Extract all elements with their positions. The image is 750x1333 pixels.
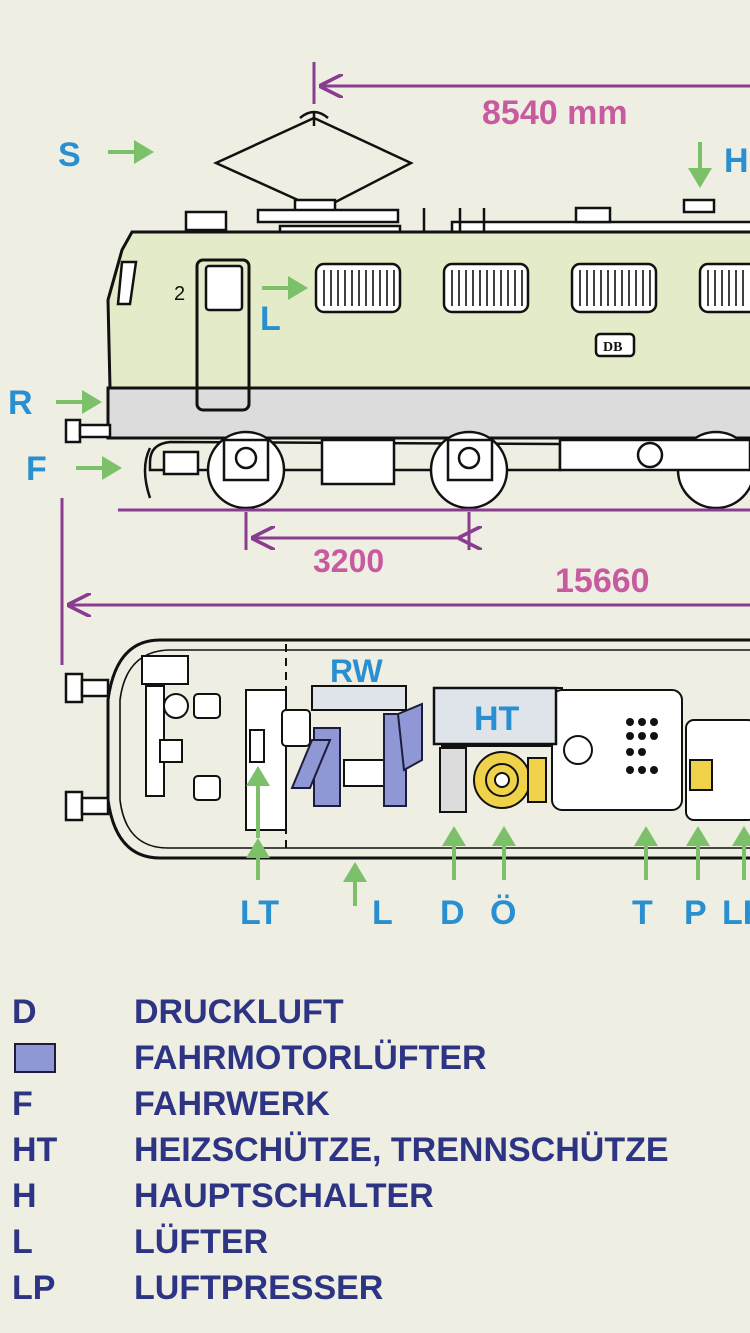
pantograph-span-label: 8540 mm <box>482 94 628 132</box>
label-l-side: L <box>260 300 281 338</box>
legend-code: H <box>12 1177 37 1215</box>
cab-window <box>116 260 138 306</box>
grille-slats <box>323 270 744 306</box>
legend-row-druckluft: D DRUCKLUFT <box>0 989 750 1035</box>
legend-text: HEIZSCHÜTZE, TRENNSCHÜTZE <box>134 1131 669 1169</box>
legend-row-fahrwerk: F FAHRWERK <box>0 1081 750 1127</box>
cab-door <box>195 258 251 412</box>
ht-box <box>432 686 558 746</box>
wheelbase-label: 3200 <box>313 543 384 579</box>
buffers-side <box>64 418 112 444</box>
label-lt: LT <box>240 894 279 932</box>
legend-row-heizschuetze: HT HEIZSCHÜTZE, TRENNSCHÜTZE <box>0 1127 750 1173</box>
label-h: H <box>724 142 749 180</box>
traction-motor-blowers <box>290 702 423 807</box>
legend-code: HT <box>12 1131 58 1169</box>
pantograph <box>212 110 414 216</box>
legend-row-luefter: L LÜFTER <box>0 1219 750 1265</box>
rw-box <box>311 685 407 711</box>
legend-text: LÜFTER <box>134 1223 269 1261</box>
buffers-top <box>64 672 110 822</box>
legend-row-fahrmotorluefter: FAHRMOTORLÜFTER <box>0 1035 750 1081</box>
label-lp: LP <box>722 894 750 932</box>
lp-unit <box>689 759 713 791</box>
label-d: D <box>440 894 465 932</box>
bogies <box>143 430 750 510</box>
top-view: HT RW <box>64 638 750 860</box>
db-logo-frame <box>594 332 636 358</box>
legend-text: DRUCKLUFT <box>134 993 344 1031</box>
label-oe: Ö <box>490 894 516 932</box>
legend-code: F <box>12 1085 33 1123</box>
top-callout-arrows <box>246 766 750 906</box>
top-view-outline <box>106 638 750 860</box>
ht-label: HT <box>474 700 520 738</box>
legend-code: D <box>12 993 37 1031</box>
label-r: R <box>8 384 33 422</box>
dimension-lines <box>60 62 750 665</box>
db-logo: DB <box>603 340 622 355</box>
legend-row-hauptschalter: H HAUPTSCHALTER <box>0 1173 750 1219</box>
side-view: 2 DB <box>64 110 750 512</box>
cab-interior <box>141 655 221 801</box>
legend-text: FAHRMOTORLÜFTER <box>134 1039 487 1077</box>
compressed-air-unit <box>439 747 467 813</box>
label-s: S <box>58 136 81 174</box>
label-l-top: L <box>372 894 393 932</box>
side-callout-arrows <box>56 140 712 480</box>
label-p: P <box>684 894 707 932</box>
compressor-yellow <box>473 751 547 809</box>
legend-swatch-motor-blower <box>14 1043 56 1073</box>
door-window <box>204 264 244 312</box>
legend-code: L <box>12 1223 33 1261</box>
legend-text: FAHRWERK <box>134 1085 330 1123</box>
label-f: F <box>26 450 47 488</box>
label-t: T <box>632 894 653 932</box>
cab-number: 2 <box>174 283 185 305</box>
machine-room <box>245 687 750 831</box>
legend-text: LUFTPRESSER <box>134 1269 384 1307</box>
legend-code: LP <box>12 1269 56 1307</box>
legend-row-luftpresser: LP LUFTPRESSER <box>0 1265 750 1311</box>
legend-text: HAUPTSCHALTER <box>134 1177 434 1215</box>
rw-label: RW <box>330 653 384 689</box>
control-panel <box>626 718 658 774</box>
overall-length-label: 15660 <box>555 562 650 600</box>
lower-band <box>106 386 750 440</box>
side-grilles <box>314 262 750 314</box>
